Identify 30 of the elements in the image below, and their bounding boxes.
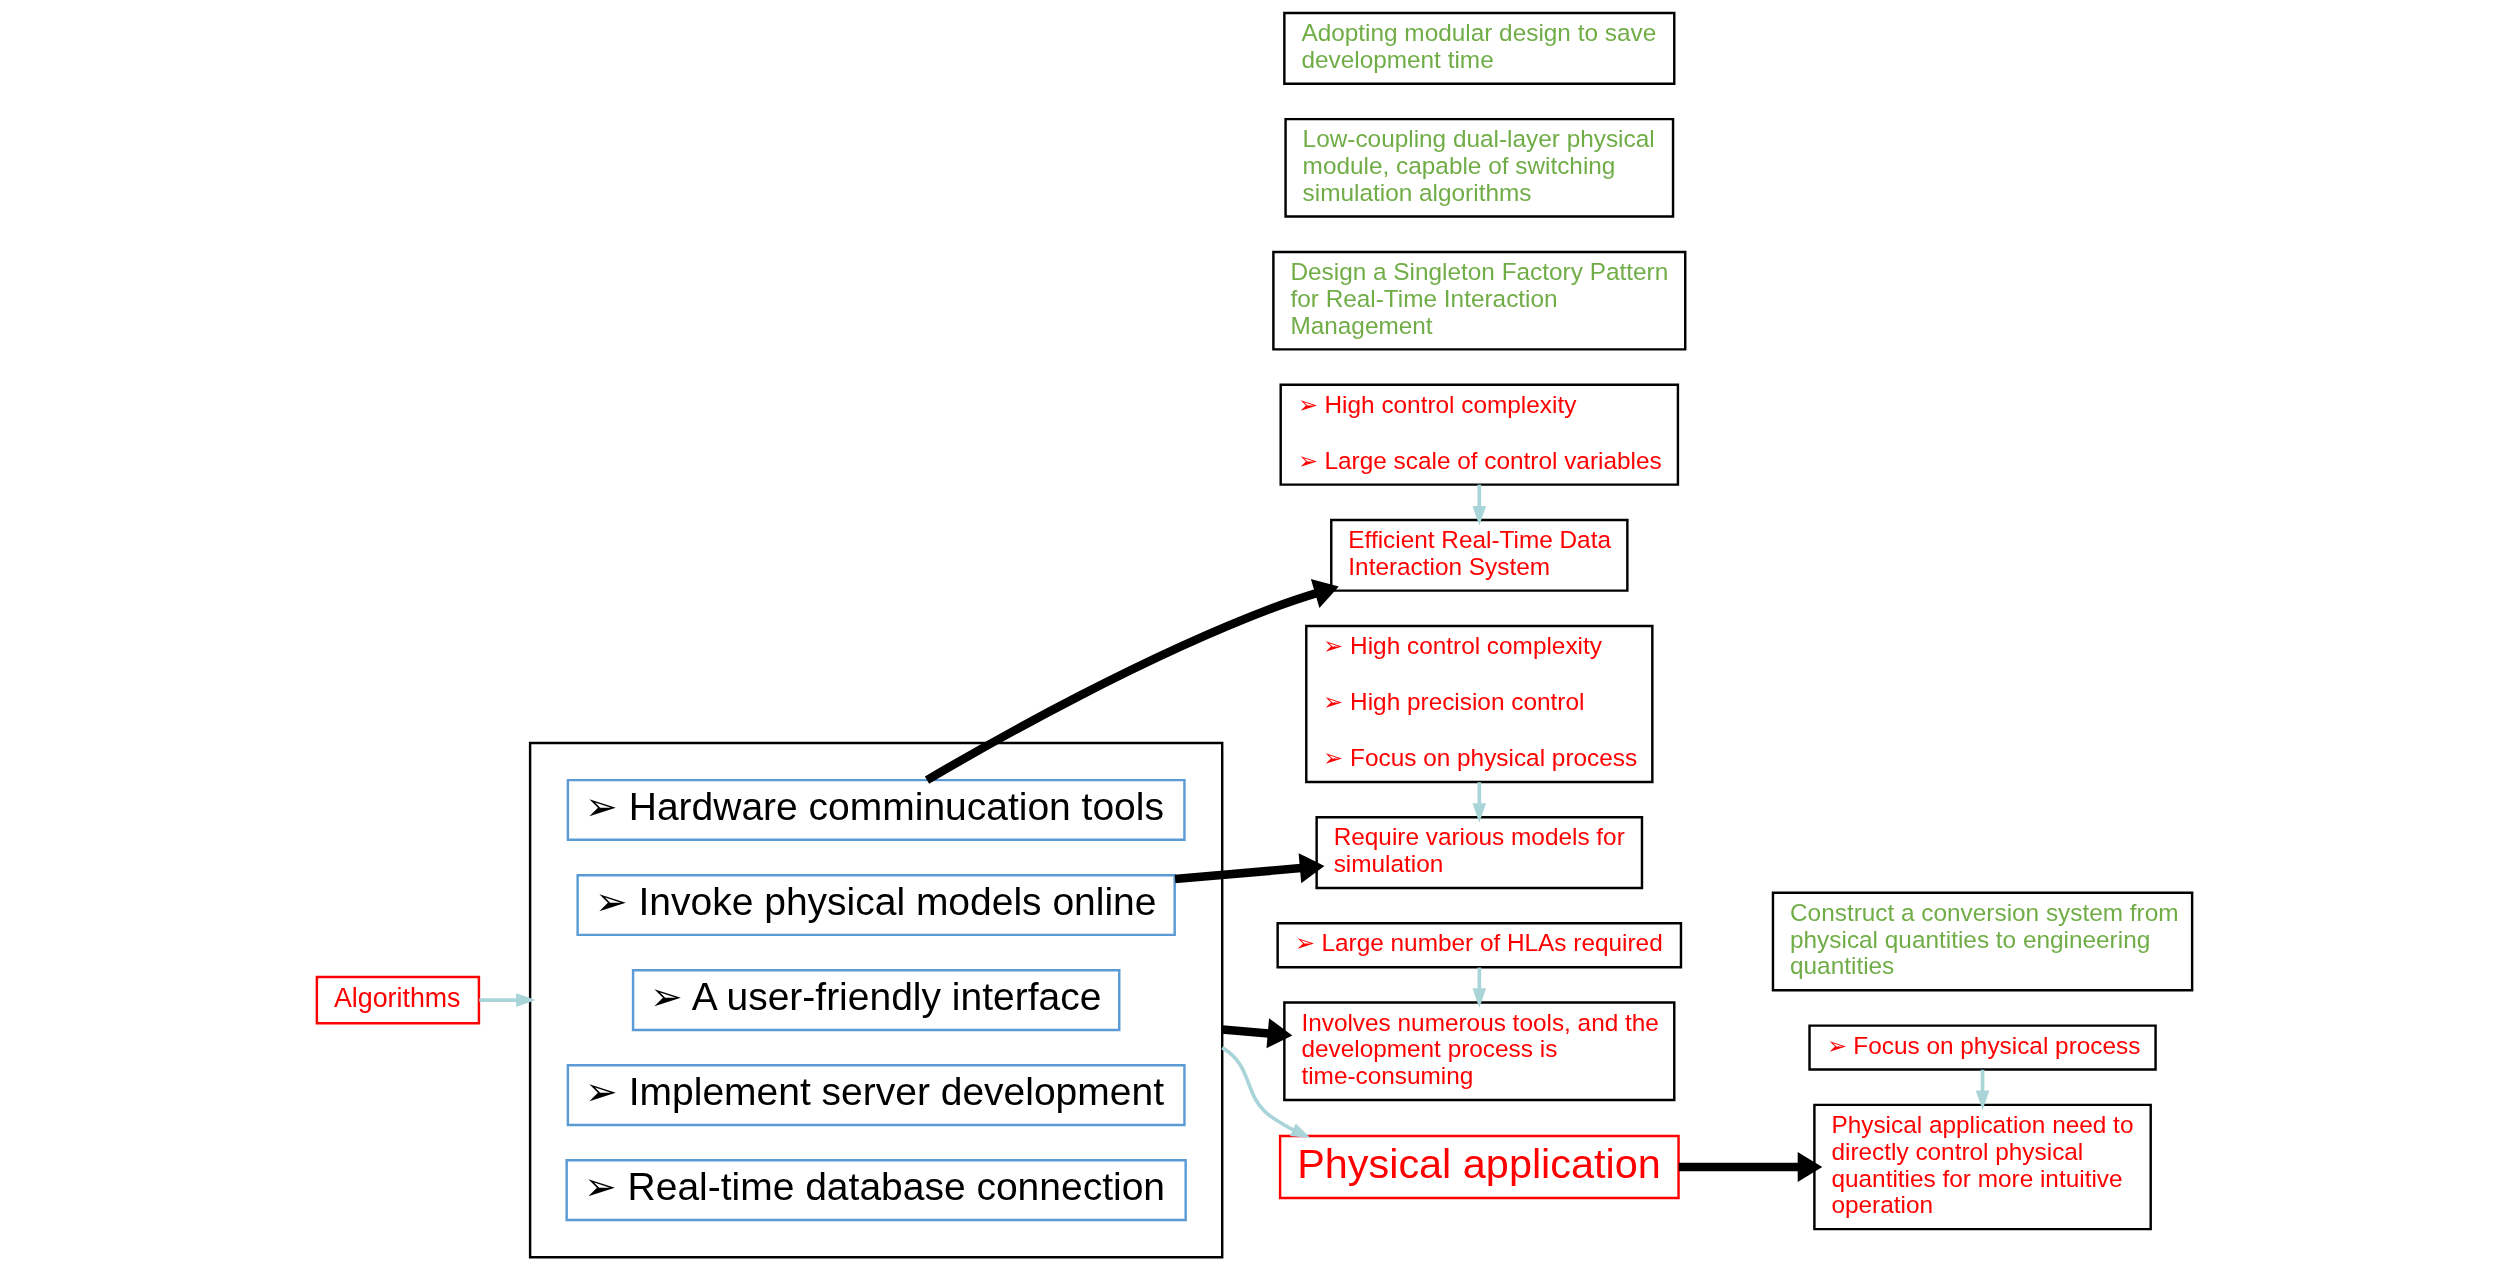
node-box: Involves numerous tools, and the development process is time-consuming bbox=[1283, 1001, 1676, 1102]
node-box: ➢ Real-time database connection bbox=[565, 1159, 1187, 1222]
node-box: ➢ Implement server development bbox=[566, 1064, 1186, 1127]
node-box: ➢ A user-friendly interface bbox=[631, 969, 1121, 1032]
arrow bbox=[1221, 1018, 1293, 1049]
cluster bbox=[528, 741, 1224, 1259]
node-box: Construct a conversion system from physical quantities to engineering quantities bbox=[1771, 891, 2194, 992]
node-box: ➢ Focus on physical process bbox=[1808, 1024, 2157, 1071]
node-box: Low-coupling dual-layer physical module, capable of switching simulation algorithms bbox=[1284, 117, 1675, 218]
node-box: Require various models for simulation bbox=[1315, 816, 1644, 890]
arrow bbox=[1678, 1151, 1823, 1183]
node-box: Algorithms bbox=[315, 975, 481, 1025]
node-box: Design a Singleton Factory Pattern for Real-Time Interaction Management bbox=[1272, 250, 1687, 351]
node-box: ➢ Hardware comminucation tools bbox=[566, 778, 1186, 842]
node-box: Adopting modular design to save development time bbox=[1283, 11, 1676, 85]
arrow bbox=[1472, 484, 1487, 526]
node-box: ➢ Invoke physical models online bbox=[576, 873, 1176, 937]
arrow bbox=[1221, 1046, 1311, 1139]
arrow bbox=[1975, 1069, 1990, 1111]
arrow bbox=[1174, 853, 1325, 884]
node-box: ➢ High control complexity ➢ Large scale of control variables bbox=[1279, 383, 1680, 486]
arrow bbox=[1472, 967, 1487, 1008]
node-box: Physical application bbox=[1278, 1134, 1680, 1200]
node-box: ➢ Large number of HLAs required bbox=[1276, 922, 1683, 969]
arrow bbox=[924, 579, 1339, 784]
node-box: Physical application need to directly control physical quantities for more intuitive operation bbox=[1813, 1103, 2152, 1231]
arrow bbox=[479, 993, 536, 1007]
arrow bbox=[1472, 782, 1487, 823]
node-box: ➢ High control complexity ➢ High precision control ➢ Focus on physical process bbox=[1305, 624, 1654, 784]
node-box: Efficient Real-Time Data Interaction System bbox=[1330, 518, 1629, 592]
